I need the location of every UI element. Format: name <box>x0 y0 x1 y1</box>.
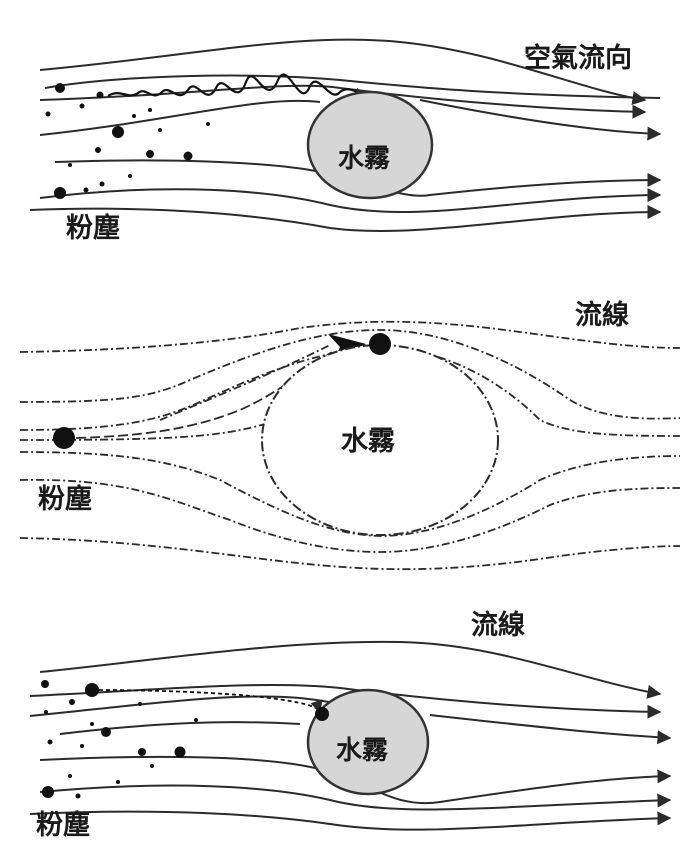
dust-particle <box>41 680 49 688</box>
dust-particle <box>80 744 84 748</box>
dust-particle <box>128 174 132 178</box>
dust-label: 粉塵 <box>66 215 120 242</box>
dust-label: 粉塵 <box>36 812 90 839</box>
air-flow-direction-label: 空氣流向 <box>524 45 632 72</box>
dust-particle <box>112 126 124 138</box>
streamline <box>430 715 670 738</box>
streamline-label: 流線 <box>471 612 525 639</box>
streamline-label: 流線 <box>575 302 629 329</box>
streamline <box>60 722 300 734</box>
dust-particle <box>206 122 210 126</box>
dust-particle <box>42 786 54 798</box>
dust-particle <box>184 152 193 161</box>
dust-particle <box>90 722 94 726</box>
streamline <box>20 538 680 569</box>
dust-particle <box>148 108 152 112</box>
dust-particle <box>100 182 105 187</box>
dust-particle <box>85 683 99 697</box>
particle-trajectory <box>92 690 320 712</box>
dust-particle <box>54 187 66 199</box>
dust-particle <box>84 188 89 193</box>
dust-particle <box>76 794 81 799</box>
streamline <box>420 100 660 134</box>
dust-particle <box>146 150 154 158</box>
dust-particle <box>48 740 53 745</box>
captured-dust-particle <box>315 707 329 721</box>
streamline <box>30 812 670 830</box>
streamline <box>30 209 660 231</box>
dust-particle <box>138 748 146 756</box>
dust-particle <box>101 727 111 737</box>
dust-particle <box>138 702 142 706</box>
dust-particles <box>46 83 211 199</box>
dust-particle <box>194 718 198 722</box>
droplet-label: 水霧 <box>336 738 388 764</box>
dust-particle <box>44 710 48 714</box>
dust-particle <box>116 780 120 784</box>
dust-particle <box>150 764 154 768</box>
dust-particle <box>175 747 186 758</box>
dust-particle <box>69 699 75 705</box>
captured-dust-particle <box>369 333 391 355</box>
dust-particle <box>53 427 75 449</box>
dust-label: 粉塵 <box>38 486 92 513</box>
droplet-label: 水霧 <box>341 428 395 455</box>
dust-particle <box>55 83 65 93</box>
dust-particle <box>68 163 72 167</box>
dust-particle <box>95 147 101 153</box>
dust-particle <box>46 112 51 117</box>
dust-particle <box>158 128 162 132</box>
dust-particles <box>41 680 198 799</box>
dust-particle <box>80 104 85 109</box>
streamline <box>40 642 660 694</box>
dust-particle <box>97 92 104 99</box>
dust-particle <box>68 774 72 778</box>
dust-particle <box>132 114 136 118</box>
droplet-label: 水霧 <box>338 146 390 172</box>
